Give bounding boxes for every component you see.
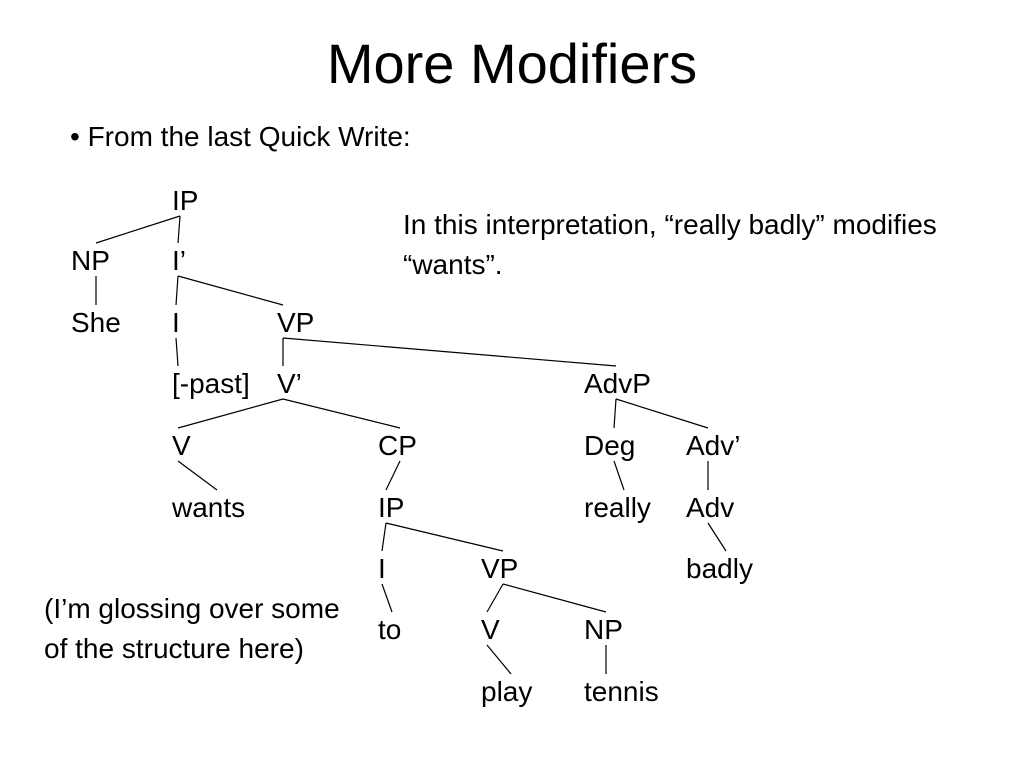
tree-edge-i2-to	[381, 583, 393, 613]
tree-edge-vp2-np2	[502, 583, 607, 613]
tree-edge-cp-ip2	[385, 460, 401, 491]
tree-edge-deg-really	[613, 460, 625, 491]
tree-edge-vp1-advp	[282, 337, 617, 367]
tree-node-np2: NP	[584, 614, 623, 645]
tree-edge-v1-wants	[177, 460, 218, 491]
tree-node-v2: V	[481, 614, 500, 645]
tree-edge-adv-badly	[707, 522, 727, 552]
tree-edge-ibar-vp1	[177, 275, 284, 306]
tree-node-vp2: VP	[481, 553, 518, 584]
tree-edge-vbar-cp	[282, 398, 401, 429]
interpretation-note: In this interpretation, “really badly” m…	[403, 209, 937, 280]
tree-node-i1: I	[172, 307, 180, 338]
tree-node-ip1: IP	[172, 185, 198, 216]
tree-edge-ibar-i1	[175, 275, 179, 306]
slide-title: More Modifiers	[326, 32, 698, 95]
tree-node-vbar: V’	[277, 368, 302, 399]
tree-node-tennis: tennis	[584, 676, 659, 707]
tree-node-adv: Adv	[686, 492, 734, 523]
tree-node-np1: NP	[71, 245, 110, 276]
tree-edge-ip1-ibar	[177, 215, 181, 244]
tree-node-she: She	[71, 307, 121, 338]
tree-edge-v2-play	[486, 644, 512, 675]
tree-node-cp: CP	[378, 430, 417, 461]
tree-node-v1: V	[172, 430, 191, 461]
tree-edge-vbar-v1	[177, 398, 284, 429]
tree-node-i2: I	[378, 553, 386, 584]
tree-node-advp: AdvP	[584, 368, 651, 399]
tree-edge-i1-past	[175, 337, 179, 367]
tree-node-deg: Deg	[584, 430, 635, 461]
gloss-note: (I’m glossing over some of the structure…	[44, 593, 340, 664]
tree-edge-advp-advbar	[615, 398, 709, 429]
tree-node-play: play	[481, 676, 532, 707]
tree-edges	[95, 215, 727, 675]
tree-node-really: really	[584, 492, 651, 523]
tree-edge-ip2-vp2	[385, 522, 504, 552]
tree-edge-vp2-v2	[486, 583, 504, 613]
tree-node-vp1: VP	[277, 307, 314, 338]
tree-node-advbar: Adv’	[686, 430, 740, 461]
intro-bullet: • From the last Quick Write:	[70, 121, 411, 152]
tree-node-ip2: IP	[378, 492, 404, 523]
tree-node-past: [-past]	[172, 368, 250, 399]
tree-node-badly: badly	[686, 553, 753, 584]
tree-node-to: to	[378, 614, 401, 645]
tree-edge-advp-deg	[613, 398, 617, 429]
tree-edge-ip1-np1	[95, 215, 181, 244]
tree-node-wants: wants	[171, 492, 245, 523]
tree-node-ibar: I’	[172, 245, 186, 276]
tree-edge-ip2-i2	[381, 522, 387, 552]
